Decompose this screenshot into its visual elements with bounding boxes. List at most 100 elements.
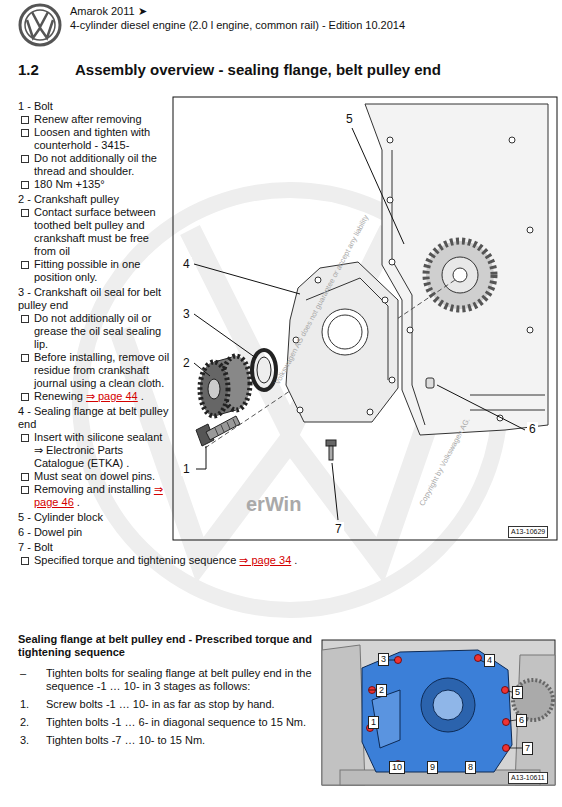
instruction-text: Fitting possible in one position only. <box>34 258 140 283</box>
oil-seal <box>252 350 276 390</box>
callout-number: 7 <box>333 522 344 536</box>
part-heading-text: 2 - Crankshaft pulley <box>18 193 119 205</box>
checkbox-bullet <box>21 557 29 565</box>
callout-number: 5 <box>512 686 523 699</box>
page-link: ⇒ page 44 <box>86 390 138 402</box>
checkbox-bullet <box>21 315 29 323</box>
engine-background <box>322 645 555 785</box>
instruction-row: Insert with silicone sealant ⇒ Electroni… <box>18 431 170 470</box>
part-heading-text: 4 - Sealing flange at belt pulley end <box>18 405 168 430</box>
instruction-text: Loosen and tighten with counterhold - 34… <box>34 126 150 151</box>
instruction-text: Must seat on dowel pins. <box>34 470 155 482</box>
instruction-text: Insert with silicone sealant ⇒ Electroni… <box>34 431 162 469</box>
part-heading-text: 1 - Bolt <box>18 100 53 112</box>
flange-bolt <box>326 440 336 460</box>
instruction-row: Contact surface between toothed belt pul… <box>18 206 170 258</box>
instruction-text: Removing and installing <box>34 483 151 495</box>
step-text: Tighten bolts -7 … 10- to 15 Nm. <box>46 734 205 746</box>
dowel-pin <box>426 378 434 388</box>
bolt-markers <box>367 655 510 770</box>
leader-lines <box>369 660 522 748</box>
section-heading: Sealing flange at belt pulley end - Pres… <box>18 633 318 659</box>
checkbox-bullet <box>21 354 29 362</box>
parts-list: 1 - BoltRenew after removingLoosen and t… <box>18 98 170 567</box>
callout-number: 6 <box>527 422 538 436</box>
instruction-text: Specified torque and tightening sequence <box>34 554 236 566</box>
part-heading: 1 - Bolt <box>18 100 170 113</box>
vw-logo <box>20 5 60 45</box>
leader-lines <box>194 128 525 520</box>
figure-frame <box>173 97 557 540</box>
callout-number: 10 <box>389 761 405 774</box>
instruction-text: Renewing <box>34 390 83 402</box>
callout-number: 7 <box>522 742 533 755</box>
step-text: . <box>294 554 297 566</box>
part-heading-text: 3 - Crankshaft oil seal for belt pulley … <box>18 286 161 311</box>
part-heading: 5 - Cylinder block <box>18 511 170 524</box>
instruction-row: Do not additionally oil or grease the oi… <box>18 312 170 351</box>
figure-frame <box>322 640 555 785</box>
callout-number: 8 <box>465 761 476 774</box>
procedure-list: –Tighten bolts for sealing flange at bel… <box>18 662 318 747</box>
callout-number: 5 <box>344 112 355 126</box>
instruction-row: Removing and installing⇒ page 46. <box>18 483 170 509</box>
instruction-row: Loosen and tighten with counterhold - 34… <box>18 126 170 152</box>
checkbox-bullet <box>21 155 29 163</box>
step-text: Screw bolts -1 … 10- in as far as stop b… <box>46 698 275 710</box>
instruction-text: Renew after removing <box>34 113 142 125</box>
instruction-row: 180 Nm +135° <box>18 178 170 191</box>
checkbox-bullet <box>21 473 29 481</box>
step-text: . <box>77 496 80 508</box>
section-number: 1.2 <box>18 61 39 79</box>
callout-number: 9 <box>427 761 438 774</box>
callout-number: 2 <box>376 684 387 697</box>
part-heading: 6 - Dowel pin <box>18 526 170 539</box>
step-row: 2. Tighten bolts -1 … 6- in diagonal sequ… <box>18 716 318 729</box>
instruction-row: Before installing, remove oil residue fr… <box>18 351 170 390</box>
checkbox-bullet <box>21 129 29 137</box>
callout-number: 1 <box>368 716 379 729</box>
callout-number: 3 <box>378 653 389 666</box>
step-number: 2. <box>20 716 29 729</box>
instruction-row: Do not additionally oil the thread and s… <box>18 152 170 178</box>
instruction-row: Renew after removing <box>18 113 170 126</box>
checkbox-bullet <box>21 116 29 124</box>
part-heading: 7 - Bolt <box>18 541 170 554</box>
figure-id: A13-10611 <box>508 772 548 784</box>
page-title: Assembly overview - sealing flange, belt… <box>75 61 441 79</box>
part-heading: 2 - Crankshaft pulley <box>18 193 170 206</box>
part-heading-text: 5 - Cylinder block <box>18 511 103 523</box>
callout-number: 2 <box>181 356 192 370</box>
checkbox-bullet <box>21 181 29 189</box>
instruction-text: Before installing, remove oil residue fr… <box>34 351 169 389</box>
step-number: 3. <box>20 734 29 747</box>
instruction-row: Fitting possible in one position only. <box>18 258 170 284</box>
step-text: Tighten bolts for sealing flange at belt… <box>46 667 312 692</box>
sealing-flange-blue <box>362 650 512 772</box>
part-heading: 4 - Sealing flange at belt pulley end <box>18 405 170 431</box>
callout-number: 3 <box>181 307 192 321</box>
checkbox-bullet <box>21 261 29 269</box>
step-row: 3. Tighten bolts -7 … 10- to 15 Nm. <box>18 734 318 747</box>
instruction-row: Specified torque and tightening sequence… <box>18 554 374 567</box>
callout-number: 4 <box>181 257 192 271</box>
part-heading-text: 6 - Dowel pin <box>18 526 82 538</box>
callout-number: 1 <box>181 462 192 476</box>
instruction-text: Do not additionally oil the thread and s… <box>34 152 157 177</box>
step-text: Tighten bolts -1 … 6- in diagonal sequen… <box>46 716 306 728</box>
watermark: erWin <box>246 492 301 516</box>
figure-id: A13-10629 <box>508 526 548 538</box>
toothed-pulley <box>200 356 250 416</box>
checkbox-bullet <box>21 434 29 442</box>
instruction-text: Contact surface between toothed belt pul… <box>34 206 156 257</box>
step-row: –Tighten bolts for sealing flange at bel… <box>18 667 318 693</box>
instruction-text: 180 Nm +135° <box>34 178 105 190</box>
callout-number: 6 <box>516 714 527 727</box>
header-text: 4-cylinder diesel engine (2.0 l engine, … <box>70 19 405 32</box>
checkbox-bullet <box>21 486 29 494</box>
instruction-row: Must seat on dowel pins. <box>18 470 170 483</box>
step-number: 1. <box>20 698 29 711</box>
part-heading-text: 7 - Bolt <box>18 541 53 553</box>
page-link: ⇒ page 34 <box>239 554 291 566</box>
checkbox-bullet <box>21 209 29 217</box>
